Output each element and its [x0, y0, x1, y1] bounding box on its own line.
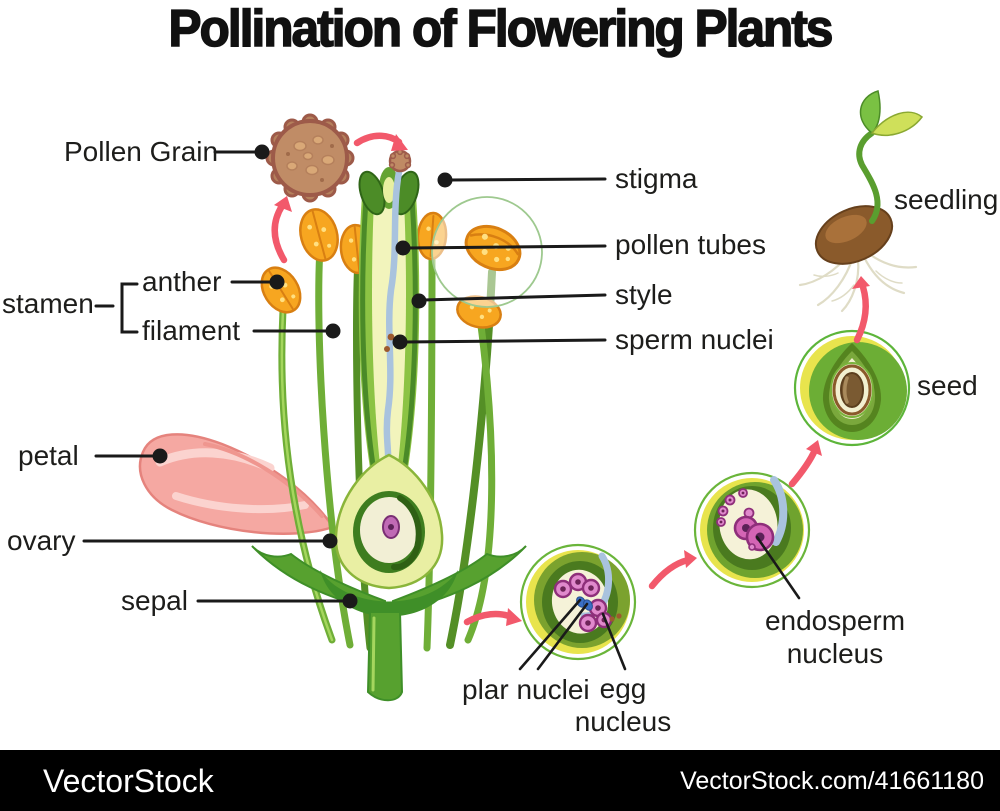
vectorstock-credit: VectorStock.com/41661180	[680, 767, 984, 795]
seedling-illustration	[798, 90, 924, 313]
seed-illustration	[793, 329, 911, 447]
endosperm-nucleus-cells	[733, 507, 775, 552]
stamen-bracket	[94, 282, 139, 334]
magnifier-ring	[431, 196, 543, 308]
pollen-on-stigma	[388, 148, 412, 173]
label-seed: seed	[917, 370, 978, 401]
arrow-stage2-to-seed	[788, 446, 819, 488]
polar-nuclei-cells	[553, 572, 601, 599]
egg-nucleus-cells	[578, 598, 613, 633]
label-pollen-tubes: pollen tubes	[615, 229, 767, 260]
arrow-anther-to-pollen	[271, 202, 288, 264]
anther-1	[260, 266, 302, 314]
page-title: Pollination of Flowering Plants	[168, 0, 834, 59]
sperm-nucleus-dot	[384, 346, 390, 352]
pistil-group	[358, 148, 420, 468]
label-seedling: seedling	[894, 184, 999, 215]
filament-6	[464, 314, 496, 644]
leaf-left	[859, 90, 881, 134]
label-sepal: sepal	[121, 585, 188, 616]
fertilization-stage-2	[693, 471, 811, 589]
arrow-flower-to-stage1	[463, 610, 516, 626]
sperm-nucleus-dot	[387, 333, 395, 341]
label-pollen-grain: Pollen Grain	[64, 136, 219, 167]
sprout-stem	[856, 130, 881, 224]
label-plar-nuclei: plar nuclei	[462, 674, 590, 705]
label-petal: petal	[18, 440, 79, 471]
petal-illustration	[138, 433, 335, 535]
stem	[366, 611, 404, 702]
arrow-pollen-to-stigma	[353, 132, 403, 147]
label-stigma: stigma	[615, 163, 698, 194]
label-endosperm-nucleus: endosperm nucleus	[764, 605, 906, 669]
label-ovary: ovary	[7, 525, 76, 556]
label-style: style	[615, 279, 673, 310]
anther-5-magnified	[464, 224, 522, 272]
pollen-grain-illustration	[265, 113, 355, 203]
anther-2	[299, 208, 339, 262]
watermark-bar: VectorStock VectorStock.com/41661180	[0, 750, 1000, 811]
cycle-arrows	[271, 132, 870, 626]
pollen-tube-channel	[770, 476, 788, 546]
ovary-illustration	[334, 453, 444, 590]
leaf-right	[870, 111, 924, 137]
arrow-seed-to-seedling	[853, 283, 869, 344]
vectorstock-logo: VectorStock	[43, 763, 214, 799]
arrow-stage1-to-stage2	[648, 556, 692, 590]
label-egg-nucleus: egg nucleus	[574, 673, 672, 737]
label-sperm-nuclei: sperm nuclei	[615, 324, 774, 355]
small-nuclei	[716, 488, 748, 527]
label-stamen: stamen	[2, 288, 94, 319]
label-filament: filament	[142, 315, 241, 346]
leader-lines	[82, 144, 801, 671]
label-anther: anther	[142, 266, 222, 297]
